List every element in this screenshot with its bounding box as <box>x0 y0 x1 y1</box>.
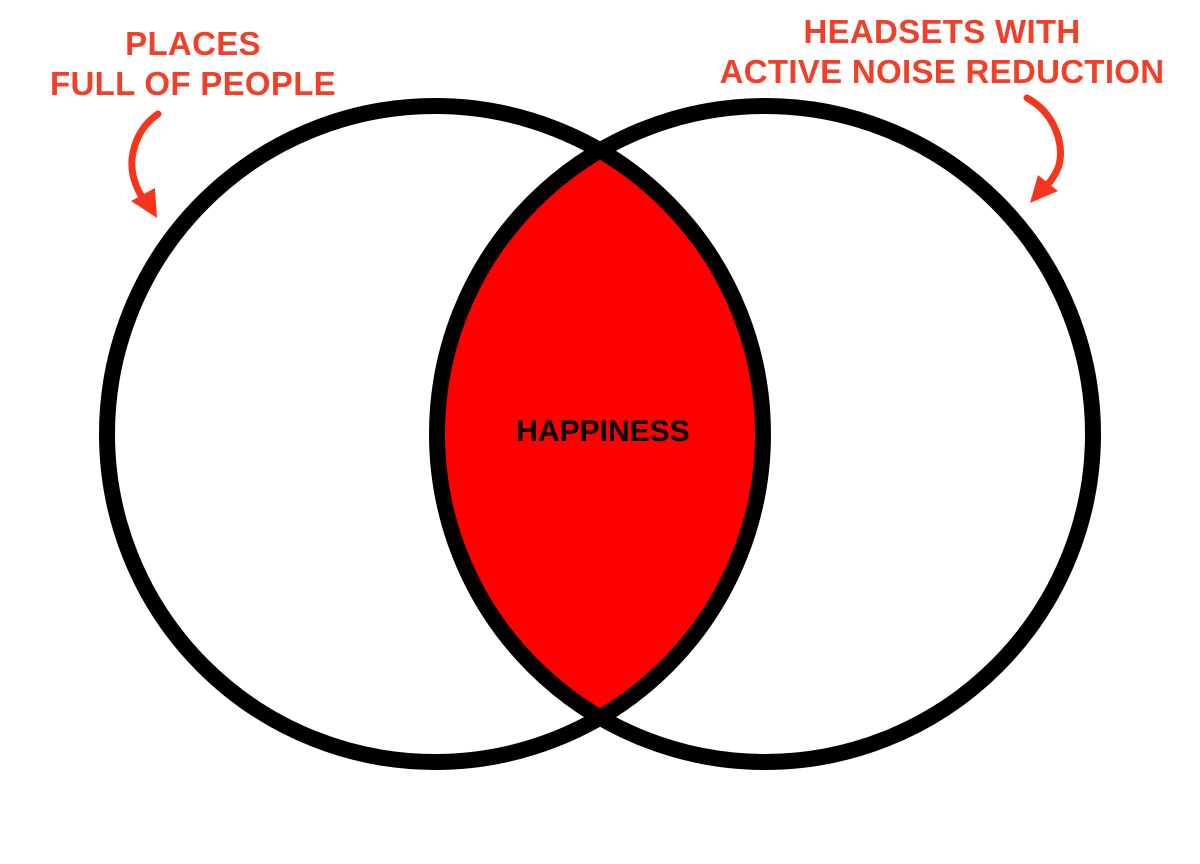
right-set-label: HEADSETS WITH ACTIVE NOISE REDUCTION <box>720 12 1165 92</box>
intersection-label: HAPPINESS <box>516 415 690 448</box>
right-circle <box>429 98 1101 770</box>
intersection-region <box>437 106 763 762</box>
right-label-line2: ACTIVE NOISE REDUCTION <box>719 53 1165 90</box>
right-label-line1: HEADSETS WITH <box>803 13 1081 50</box>
left-label-line1: PLACES <box>125 25 261 62</box>
left-label-line2: FULL OF PEOPLE <box>50 65 336 102</box>
left-arrow-icon <box>128 110 162 218</box>
left-circle <box>99 98 771 770</box>
right-arrow-icon <box>1023 94 1064 203</box>
left-set-label: PLACES FULL OF PEOPLE <box>50 24 336 104</box>
